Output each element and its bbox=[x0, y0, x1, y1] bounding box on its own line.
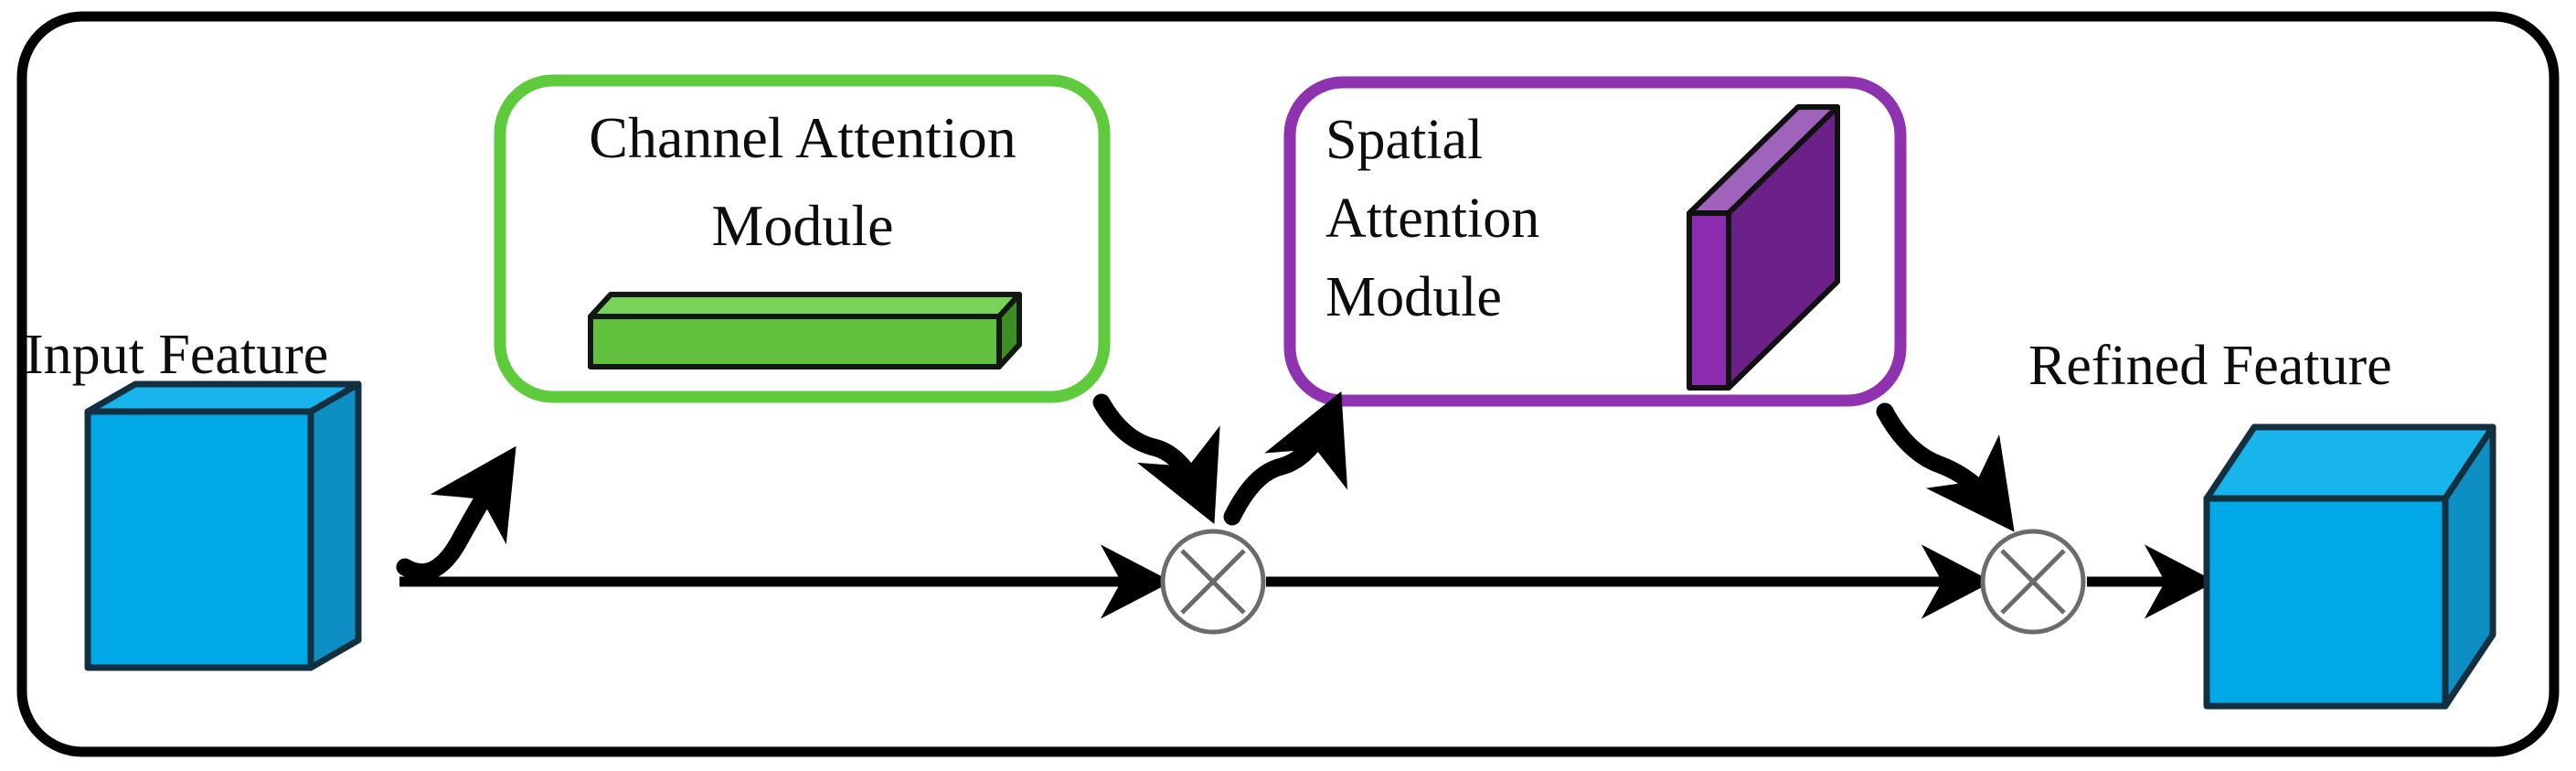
curve-mul1-to-spatial bbox=[1223, 391, 1348, 526]
curve-spatial-to-mul2 bbox=[1876, 402, 2015, 532]
spatial-attention-module-title-line1: Spatial bbox=[1325, 109, 1483, 171]
channel-attention-module-title-line2: Module bbox=[711, 193, 893, 258]
multiply-operator-2 bbox=[1980, 529, 2086, 635]
spatial-attention-module[interactable]: Spatial Attention Module bbox=[1283, 76, 1907, 407]
curve-channel-to-mul1 bbox=[1092, 393, 1220, 525]
multiply-operator-1 bbox=[1160, 529, 1266, 635]
channel-attention-module[interactable]: Channel Attention Module bbox=[494, 74, 1111, 403]
input-feature-label: Input Feature bbox=[25, 324, 328, 386]
spatial-attention-slab-icon bbox=[1687, 104, 1840, 391]
spatial-attention-module-title-line3: Module bbox=[1325, 266, 1502, 328]
spatial-attention-module-title-line2: Attention bbox=[1325, 187, 1539, 250]
refined-feature-label: Refined Feature bbox=[2028, 335, 2392, 397]
input-feature-cube bbox=[84, 380, 362, 671]
refined-feature-cube bbox=[2203, 423, 2496, 710]
channel-attention-bar-icon bbox=[588, 292, 1022, 369]
channel-attention-module-title-line1: Channel Attention bbox=[589, 105, 1017, 170]
curve-input-to-channel bbox=[396, 445, 516, 582]
